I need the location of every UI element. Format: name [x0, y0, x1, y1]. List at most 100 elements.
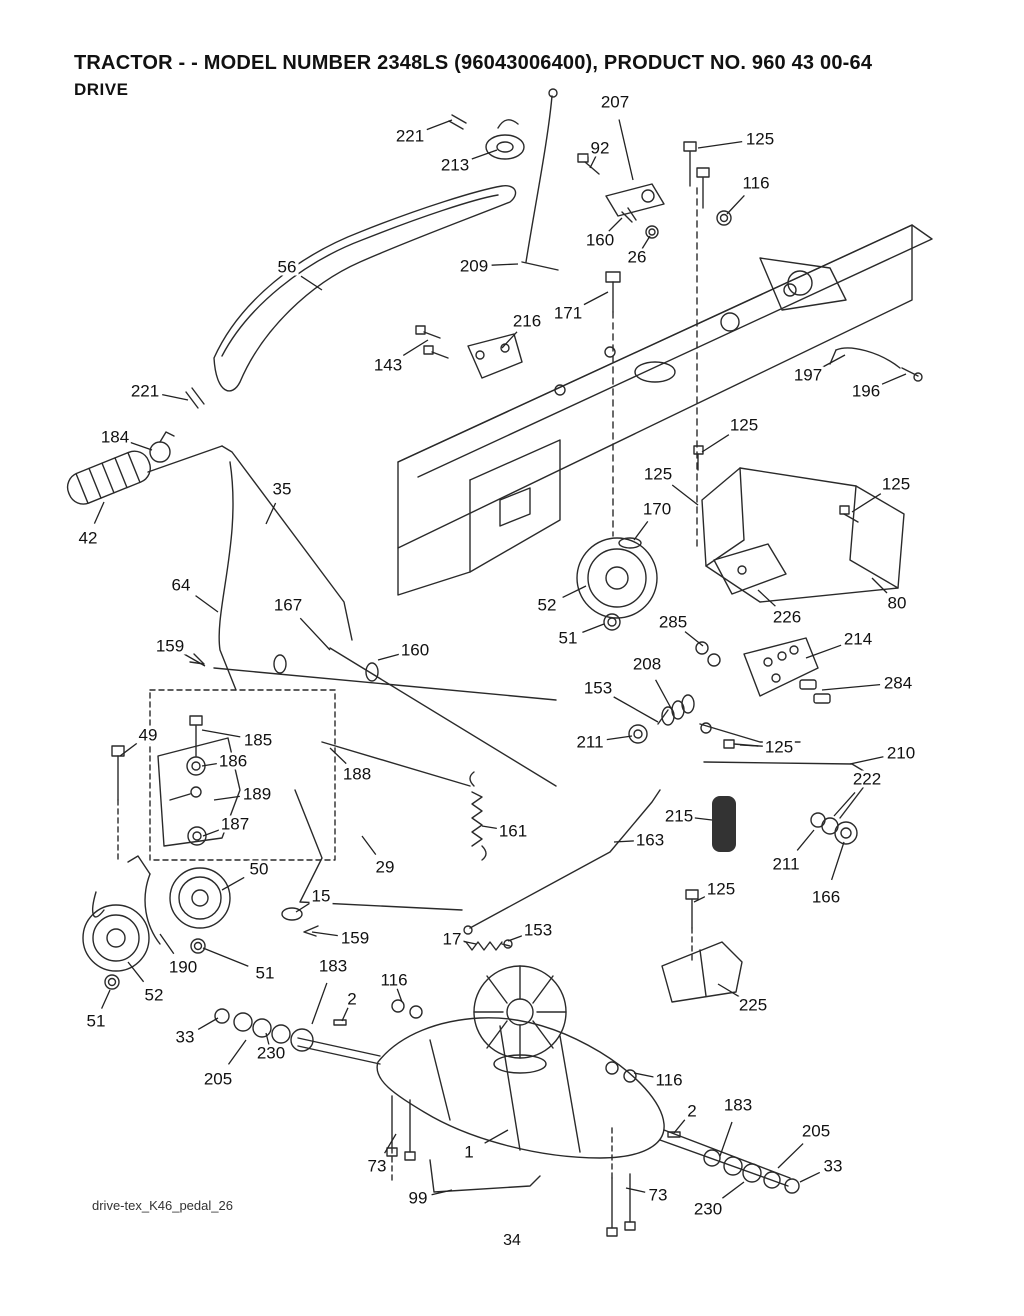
- bracket-225-art: [661, 889, 743, 1003]
- part-callout-186: 186: [216, 751, 250, 771]
- part-callout-183: 183: [721, 1095, 755, 1115]
- part-callout-170: 170: [640, 499, 674, 519]
- part-callout-225: 225: [736, 995, 770, 1015]
- part-callout-159: 159: [338, 928, 372, 948]
- part-callout-188: 188: [340, 764, 374, 784]
- part-callout-2: 2: [685, 1101, 699, 1121]
- page-number: 34: [503, 1232, 521, 1249]
- part-callout-26: 26: [625, 247, 649, 267]
- part-callout-222: 222: [850, 769, 884, 789]
- left-bracket-art: [111, 715, 241, 847]
- part-callout-125: 125: [762, 737, 796, 757]
- part-callout-215: 215: [662, 806, 696, 826]
- part-callout-64: 64: [169, 575, 193, 595]
- part-callout-35: 35: [270, 479, 294, 499]
- part-callout-208: 208: [630, 654, 664, 674]
- part-callout-92: 92: [588, 138, 612, 158]
- drawing-reference: drive-tex_K46_pedal_26: [92, 1198, 233, 1213]
- part-callout-171: 171: [551, 303, 585, 323]
- part-callout-143: 143: [371, 355, 405, 375]
- bracket-80-art: [693, 445, 905, 603]
- part-callout-166: 166: [809, 887, 843, 907]
- part-callout-185: 185: [241, 730, 275, 750]
- part-callout-196: 196: [849, 381, 883, 401]
- part-callout-160: 160: [583, 230, 617, 250]
- part-callout-51: 51: [556, 628, 580, 648]
- part-callout-205: 205: [799, 1121, 833, 1141]
- part-callout-125: 125: [727, 415, 761, 435]
- part-callout-207: 207: [598, 92, 632, 112]
- part-callout-184: 184: [98, 427, 132, 447]
- section-label: DRIVE: [74, 80, 129, 99]
- part-callout-163: 163: [633, 830, 667, 850]
- pulley-stack-art: [576, 537, 658, 631]
- part-callout-197: 197: [791, 365, 825, 385]
- part-callout-73: 73: [646, 1185, 670, 1205]
- part-callout-285: 285: [656, 612, 690, 632]
- part-callout-160: 160: [398, 640, 432, 660]
- handle-linkage-art: [66, 387, 557, 787]
- part-callout-2: 2: [345, 989, 359, 1009]
- part-callout-50: 50: [247, 859, 271, 879]
- part-callout-125: 125: [743, 129, 777, 149]
- part-callout-125: 125: [879, 474, 913, 494]
- part-callout-214: 214: [841, 629, 875, 649]
- part-callout-230: 230: [691, 1199, 725, 1219]
- part-callout-209: 209: [457, 256, 491, 276]
- part-callout-211: 211: [574, 732, 606, 752]
- part-callout-211: 211: [770, 854, 802, 874]
- part-callout-159: 159: [153, 636, 187, 656]
- part-callout-167: 167: [271, 595, 305, 615]
- part-callout-116: 116: [740, 173, 772, 193]
- part-callout-221: 221: [393, 126, 427, 146]
- page-title: TRACTOR - - MODEL NUMBER 2348LS (9604300…: [74, 52, 873, 74]
- part-callout-284: 284: [881, 673, 915, 693]
- part-callout-230: 230: [254, 1043, 288, 1063]
- part-callout-161: 161: [496, 821, 530, 841]
- part-callout-125: 125: [704, 879, 738, 899]
- part-callout-213: 213: [438, 155, 472, 175]
- part-callout-221: 221: [128, 381, 162, 401]
- part-callout-153: 153: [521, 920, 555, 940]
- part-callout-116: 116: [378, 970, 410, 990]
- part-callout-1: 1: [462, 1142, 476, 1162]
- part-callout-187: 187: [218, 814, 252, 834]
- part-callout-52: 52: [142, 985, 166, 1005]
- lower-pulleys-art: [82, 855, 231, 990]
- part-callout-125: 125: [641, 464, 675, 484]
- part-callout-49: 49: [136, 725, 160, 745]
- part-callout-99: 99: [406, 1188, 430, 1208]
- part-callout-33: 33: [821, 1156, 845, 1176]
- part-callout-216: 216: [510, 311, 544, 331]
- bracket-216-art: [415, 325, 523, 379]
- part-callout-33: 33: [173, 1027, 197, 1047]
- transaxle-art: [214, 965, 800, 1237]
- dashed-guides-art: [117, 187, 698, 1181]
- pedal-assembly-art: [448, 88, 732, 271]
- belt-art: [213, 185, 517, 392]
- part-callout-15: 15: [309, 886, 333, 906]
- springs-rods-art: [281, 771, 661, 1193]
- rod-197-art: [829, 347, 923, 382]
- part-callout-29: 29: [373, 857, 397, 877]
- part-callout-190: 190: [166, 957, 200, 977]
- part-callout-205: 205: [201, 1069, 235, 1089]
- part-callout-51: 51: [253, 963, 277, 983]
- part-callout-51: 51: [84, 1011, 108, 1031]
- part-callout-42: 42: [76, 528, 100, 548]
- part-callout-226: 226: [770, 607, 804, 627]
- part-callout-17: 17: [440, 929, 464, 949]
- part-callout-210: 210: [884, 743, 918, 763]
- frame-art: [397, 224, 933, 596]
- part-callout-189: 189: [240, 784, 274, 804]
- part-callout-80: 80: [885, 593, 909, 613]
- bolt-171-art: [605, 271, 621, 313]
- part-callout-183: 183: [316, 956, 350, 976]
- part-callout-116: 116: [653, 1070, 685, 1090]
- part-callout-56: 56: [275, 257, 299, 277]
- idler-linkage-art: [628, 637, 873, 852]
